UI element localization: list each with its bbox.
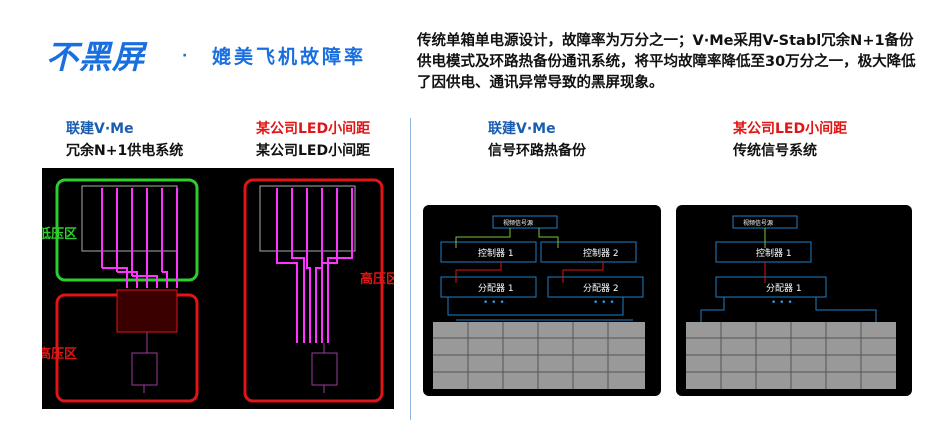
dots-3: • • • — [771, 298, 793, 308]
source-label: 视频信号源 — [503, 219, 533, 227]
distributor1-label-2: 分配器 1 — [766, 283, 802, 294]
separator: · — [182, 48, 188, 64]
description: 传统单箱单电源设计，故障率为万分之一；V·Me采用V-Stabl冗余N+1备份供… — [417, 33, 916, 91]
high-zone-right-label: 高压区 — [360, 271, 394, 287]
traditional-signal-diagram: 视频信号源 控制器 1 分配器 1 • • • — [676, 205, 912, 396]
slogan: 媲美飞机故障率 — [212, 46, 367, 68]
distributor1-label: 分配器 1 — [478, 283, 514, 294]
col4-subtitle: 传统信号系统 — [733, 143, 817, 159]
col1-brand: 联建V·Me — [66, 121, 134, 137]
dots-1: • • • — [483, 298, 505, 308]
logo: 不黑屏 — [46, 38, 146, 76]
col4-brand: 某公司LED小间距 — [733, 121, 848, 137]
controller2-label: 控制器 2 — [583, 247, 619, 259]
controller1-label: 控制器 1 — [478, 247, 514, 259]
col3-subtitle: 信号环路热备份 — [488, 143, 586, 159]
power-diagram: 低压区 高压区 高压区 — [37, 168, 399, 409]
col2-subtitle: 某公司LED小间距 — [256, 143, 371, 159]
source-label-2: 视频信号源 — [743, 219, 773, 227]
col3-brand: 联建V·Me — [488, 121, 556, 137]
col2-brand: 某公司LED小间距 — [256, 121, 371, 137]
col1-subtitle: 冗余N+1供电系统 — [66, 143, 184, 159]
low-zone-label: 低压区 — [42, 226, 77, 242]
signal-loop-diagram: 视频信号源 控制器 1 控制器 2 分配器 1 分配器 2 • • • • • … — [423, 205, 661, 396]
high-zone-label: 高压区 — [42, 346, 77, 362]
distributor2-label: 分配器 2 — [583, 283, 619, 294]
divider — [410, 118, 411, 420]
controller1-label-2: 控制器 1 — [756, 247, 792, 259]
dots-2: • • • — [593, 298, 615, 308]
